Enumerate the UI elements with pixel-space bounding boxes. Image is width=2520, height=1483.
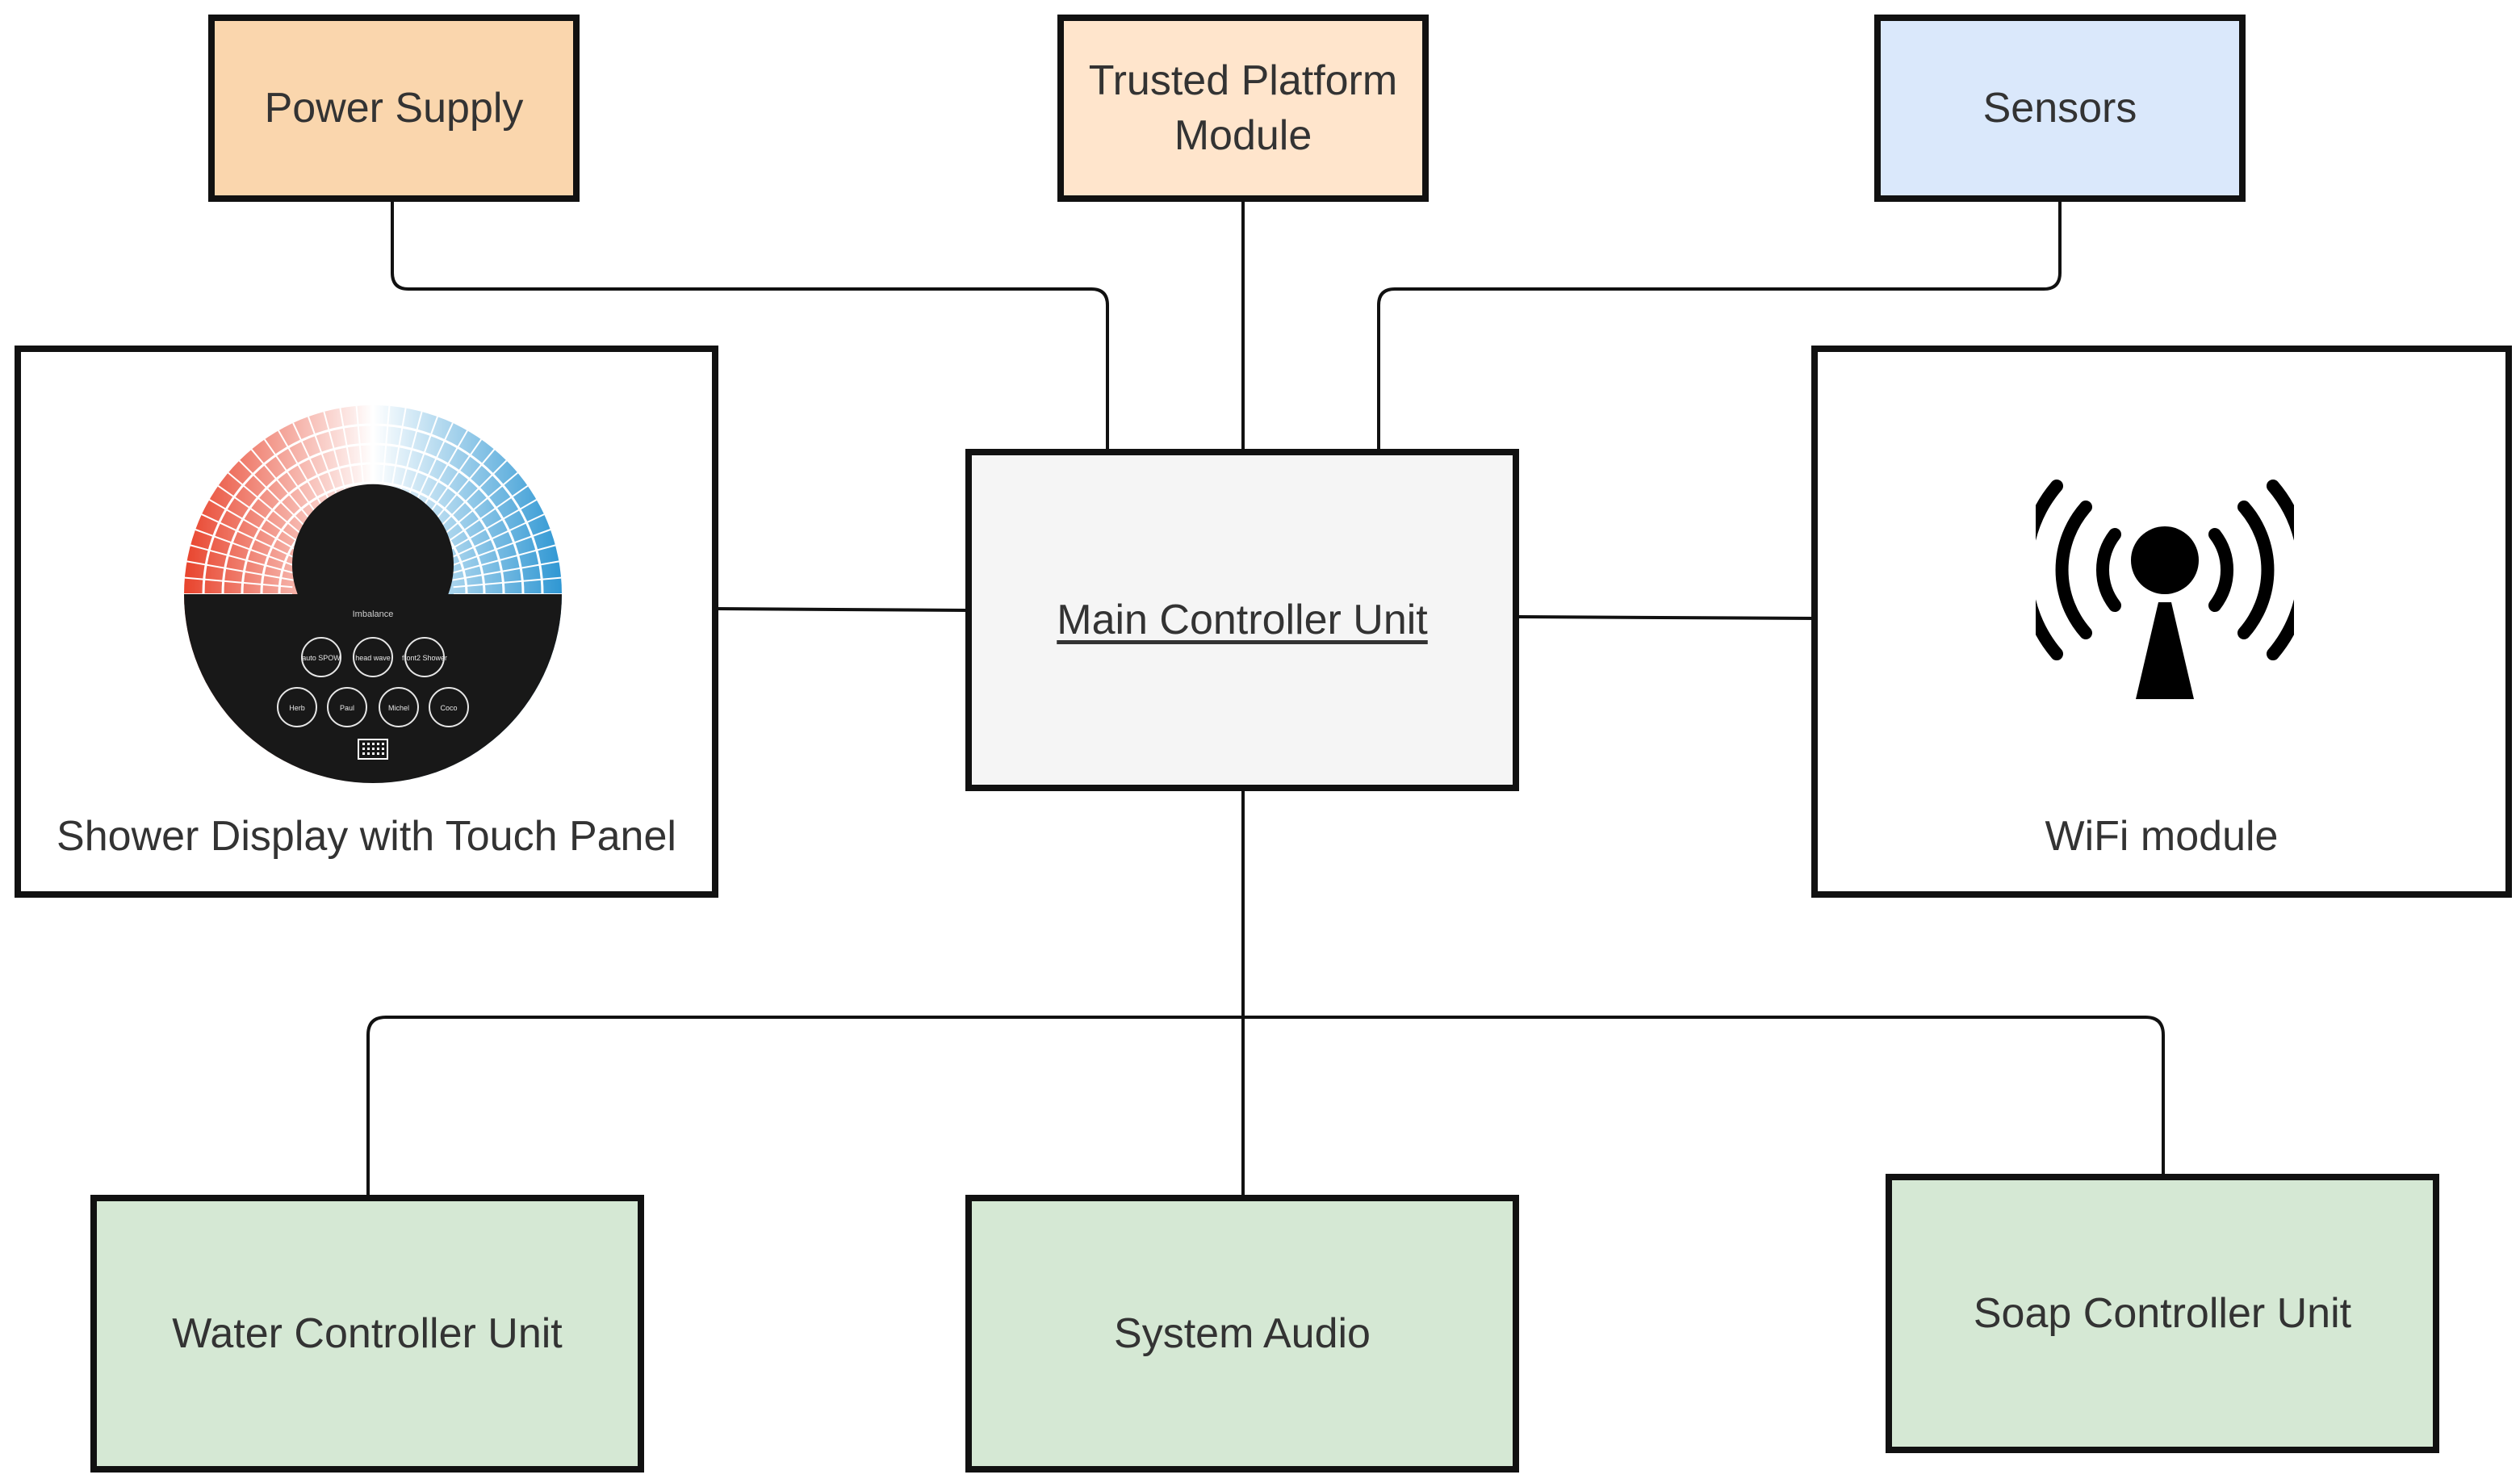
edge-main-to-soap (1243, 1016, 2165, 1175)
water-controller-label: Water Controller Unit (172, 1310, 563, 1357)
display-button: front2 Shower (402, 637, 447, 677)
svg-text:Herb: Herb (289, 704, 305, 712)
svg-text:Paul: Paul (340, 704, 354, 712)
power-supply-box: Power Supply (208, 15, 580, 202)
sensors-label: Sensors (1982, 85, 2137, 132)
wireless-antenna-icon (2036, 480, 2294, 699)
power-supply-label: Power Supply (264, 85, 524, 132)
system-audio-box: System Audio (965, 1195, 1519, 1473)
display-button: Michel (379, 687, 419, 727)
edge-main-to-water (366, 790, 1245, 1196)
svg-text:Coco: Coco (440, 704, 457, 712)
wifi-module-box: WiFi module (1811, 346, 2512, 898)
wifi-module-label: WiFi module (2045, 813, 2279, 860)
display-brand: Imbalance (353, 610, 394, 619)
trusted-platform-module-box: Trusted Platform Module (1057, 15, 1429, 202)
water-controller-unit-box: Water Controller Unit (90, 1195, 644, 1473)
tpm-label: Trusted Platform Module (1088, 57, 1398, 159)
shower-display-label: Shower Display with Touch Panel (57, 813, 676, 860)
soap-controller-unit-box: Soap Controller Unit (1886, 1174, 2439, 1453)
touch-panel-dial-icon: Imbalance auto SPOW head wave front2 Showe… (184, 405, 562, 783)
svg-text:head wave: head wave (355, 654, 391, 662)
soap-controller-label: Soap Controller Unit (1973, 1290, 2352, 1337)
main-controller-unit-box: Main Controller Unit (965, 449, 1519, 791)
edge-main-to-wifi (1518, 615, 1815, 620)
svg-text:Michel: Michel (388, 704, 409, 712)
display-button: head wave (353, 637, 393, 677)
shower-display-box: Imbalance auto SPOW head wave front2 Showe… (15, 346, 718, 898)
svg-text:auto SPOW: auto SPOW (302, 654, 341, 662)
system-audio-label: System Audio (1114, 1310, 1371, 1357)
svg-text:front2 Shower: front2 Shower (402, 654, 447, 662)
sensors-box: Sensors (1874, 15, 2246, 202)
main-controller-label: Main Controller Unit (1057, 597, 1428, 643)
display-button: Herb (277, 687, 317, 727)
display-button: Coco (429, 687, 469, 727)
keypad-grid-icon (358, 739, 388, 760)
edge-display-to-main (716, 607, 968, 612)
edge-power-to-main (391, 199, 1109, 449)
display-button: auto SPOW (301, 637, 341, 677)
display-button: Paul (327, 687, 367, 727)
edge-sensors-to-main (1377, 199, 2062, 449)
